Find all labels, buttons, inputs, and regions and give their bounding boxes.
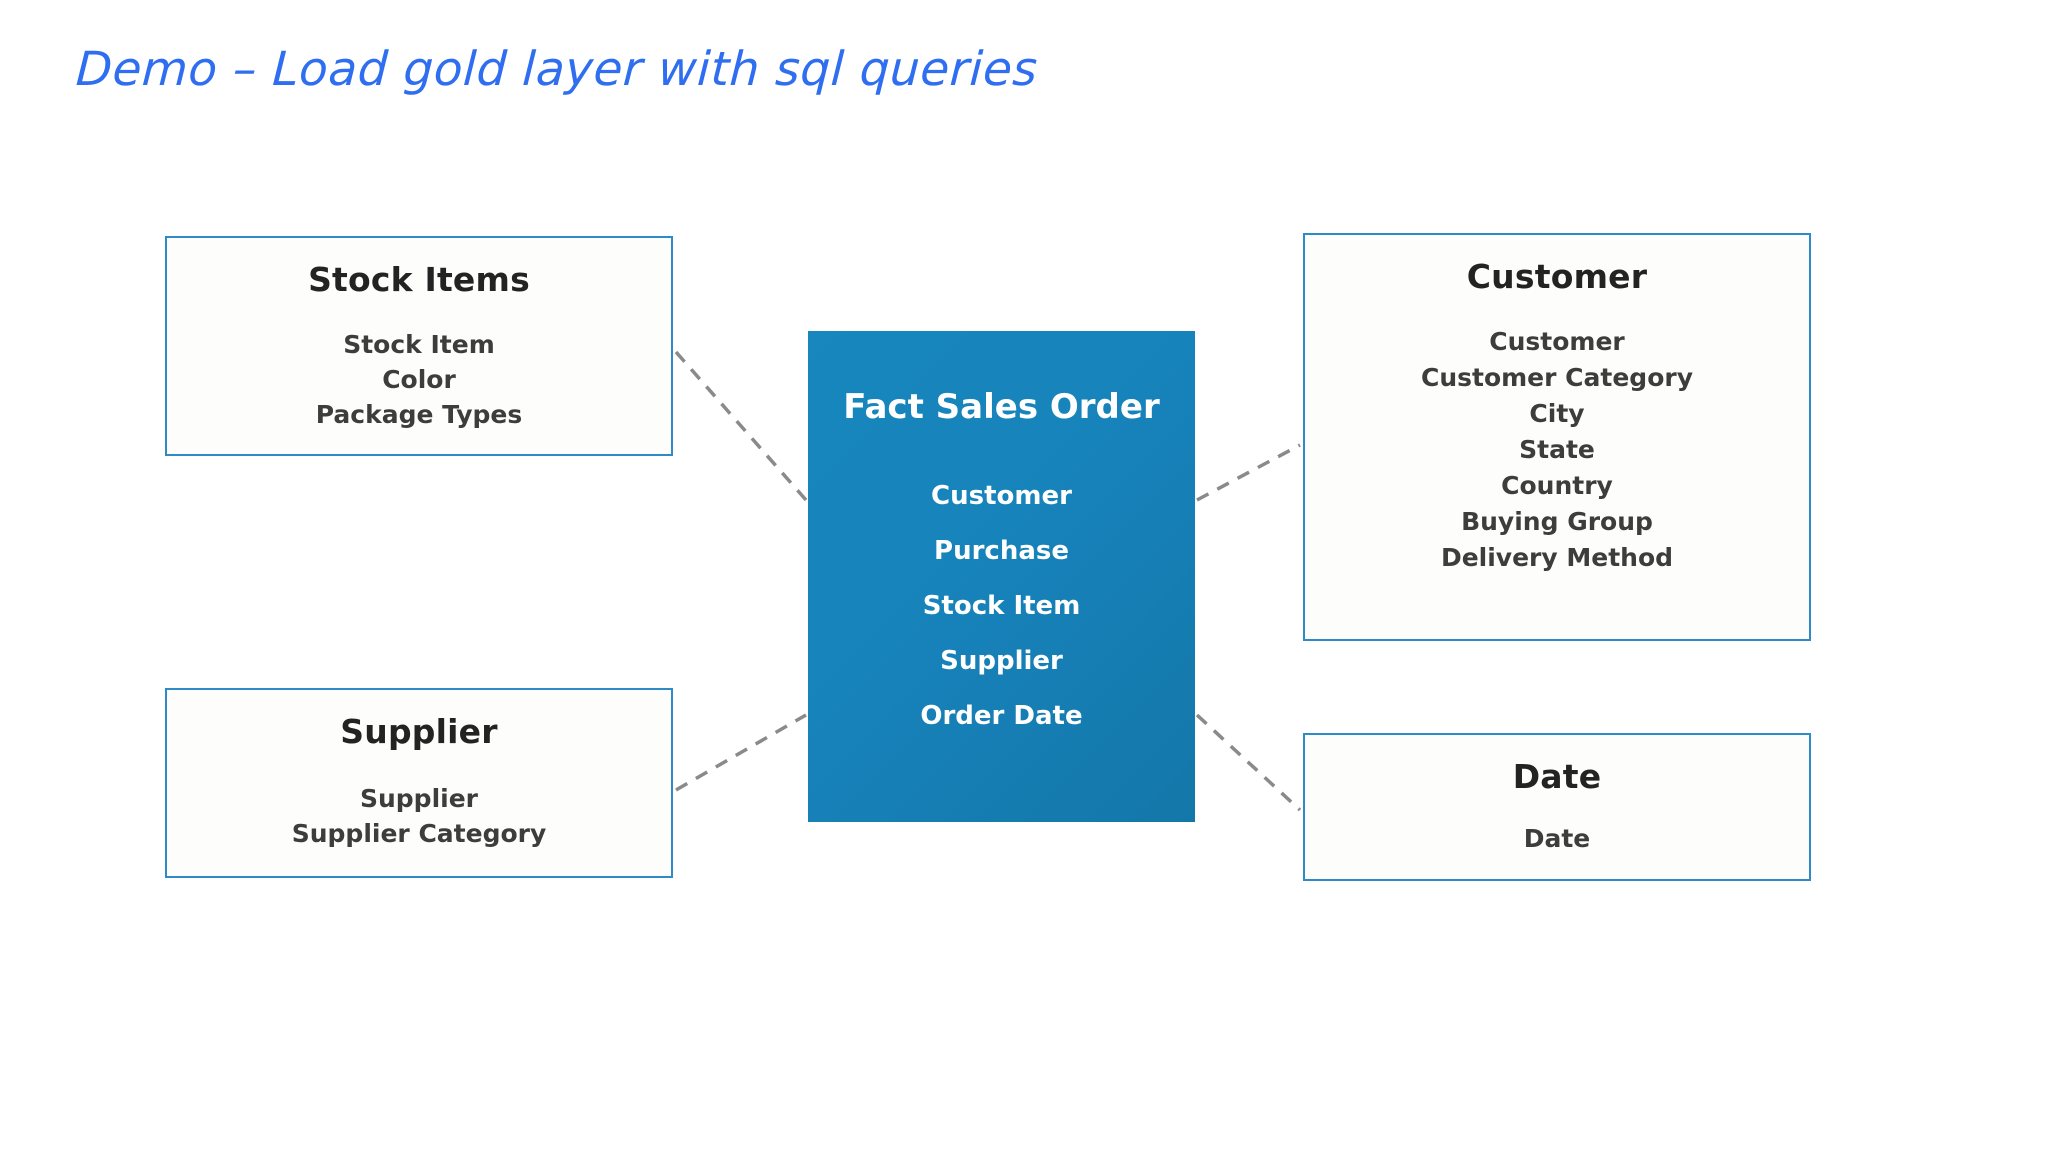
connector-stock-items-to-fact [674,350,808,502]
entity-box-stock-items[interactable]: Stock Items Stock Item Color Package Typ… [165,236,673,456]
entity-field: Delivery Method [1440,543,1674,572]
entity-field: Supplier Category [291,819,547,848]
entity-title: Stock Items [308,260,530,299]
entity-field: City [1529,399,1585,428]
fact-title: Fact Sales Order [843,387,1160,427]
connector-fact-to-date [1195,713,1302,812]
entity-field: Package Types [315,400,523,429]
connector-supplier-to-fact [675,713,807,792]
fact-field: Stock Item [922,591,1081,621]
entity-box-customer[interactable]: Customer Customer Customer Category City… [1303,233,1811,641]
entity-field: Supplier [359,784,479,813]
entity-box-date[interactable]: Date Date [1303,733,1811,881]
entity-field-list: Customer Customer Category City State Co… [1305,324,1809,576]
fact-field: Purchase [934,536,1069,566]
entity-field: Color [382,365,456,394]
entity-title: Date [1512,757,1602,796]
entity-field-list: Date [1305,822,1809,856]
entity-field: Customer Category [1420,363,1693,392]
entity-field-list: Supplier Supplier Category [167,781,671,851]
entity-box-supplier[interactable]: Supplier Supplier Supplier Category [165,688,673,878]
entity-box-fact-sales-order[interactable]: Fact Sales Order Customer Purchase Stock… [808,331,1195,822]
fact-field: Order Date [920,701,1083,731]
page-title: Demo – Load gold layer with sql queries [74,42,1040,97]
connector-fact-to-customer [1196,443,1301,502]
entity-field: Buying Group [1461,507,1653,536]
entity-title: Customer [1466,257,1648,296]
fact-field: Customer [931,481,1072,511]
entity-title: Supplier [340,712,498,751]
entity-field: State [1519,435,1595,464]
entity-field: Country [1501,471,1613,500]
entity-field: Customer [1489,327,1625,356]
entity-field-list: Stock Item Color Package Types [167,327,671,432]
fact-field-list: Customer Purchase Stock Item Supplier Or… [808,469,1195,744]
fact-field: Supplier [940,646,1063,676]
entity-field: Stock Item [343,330,495,359]
entity-field: Date [1523,824,1591,853]
